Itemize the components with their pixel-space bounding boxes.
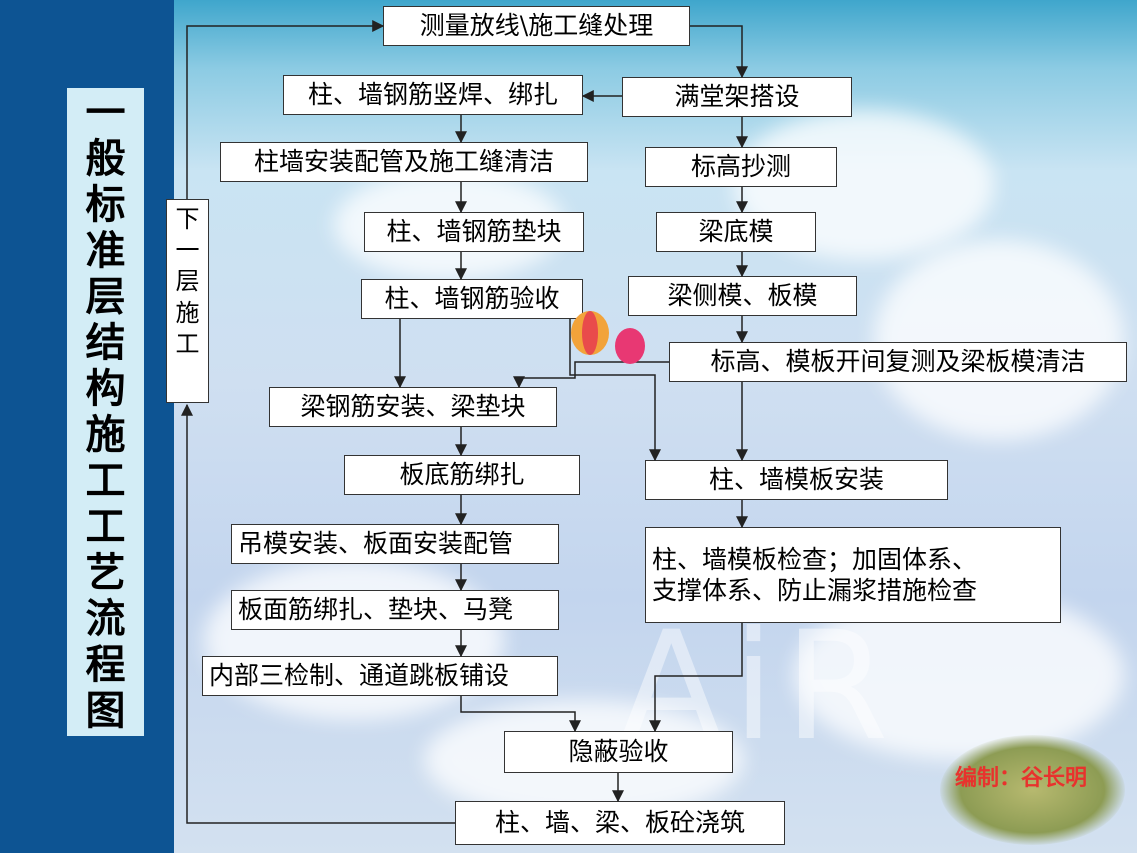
arrow-17-to-18 [461,696,575,731]
arrow-next-to-survey [187,26,383,199]
arrow-19-to-next-floor [187,405,455,823]
hot-air-balloons [571,311,645,364]
arrow-15-to-18 [655,623,742,731]
arrow-survey-to-scaffold [690,26,742,77]
